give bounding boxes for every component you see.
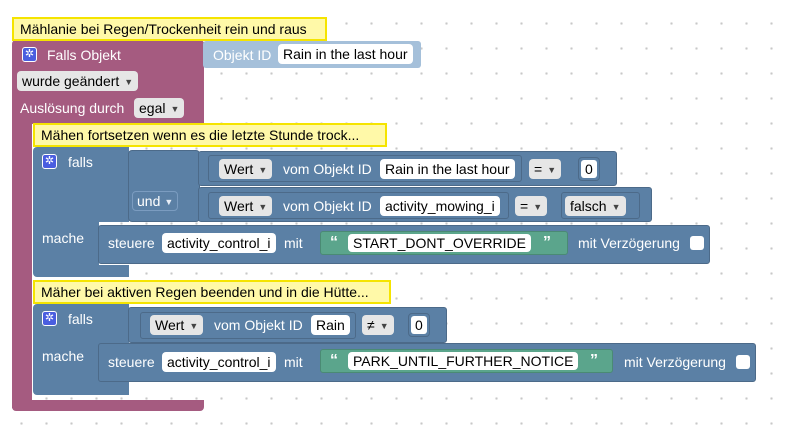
string-field-1[interactable]: START_DONT_OVERRIDE <box>348 234 531 252</box>
do-label-2: mache <box>42 348 85 364</box>
attr-dropdown-3[interactable]: Wert▼ <box>150 315 204 335</box>
of-object-label-1: vom Objekt ID <box>283 161 372 177</box>
if-block-1-mid <box>33 186 129 222</box>
number-block-3[interactable]: 0 <box>408 313 430 337</box>
dropdown-arrow-icon: ▼ <box>164 197 174 207</box>
dropdown-arrow-icon: ▼ <box>170 104 180 114</box>
attr-dropdown-1[interactable]: Wert▼ <box>219 159 273 179</box>
object-field-1[interactable]: Rain in the last hour <box>380 159 515 179</box>
dropdown-arrow-icon: ▼ <box>258 202 268 212</box>
open-quote-icon: “ <box>330 352 338 369</box>
comment-block2[interactable]: Mäher bei aktiven Regen beenden und in d… <box>33 280 391 304</box>
number-block-1[interactable]: 0 <box>578 157 600 181</box>
if-label-1: falls <box>68 154 93 170</box>
open-quote-icon: “ <box>330 234 338 251</box>
gear-icon[interactable]: ✲ <box>42 311 57 326</box>
op-dropdown-1[interactable]: =▼ <box>529 159 562 179</box>
comment-block1[interactable]: Mähen fortsetzen wenn es die letzte Stun… <box>33 123 387 147</box>
bool-dropdown[interactable]: falsch▼ <box>565 196 626 216</box>
gear-icon[interactable]: ✲ <box>22 47 37 62</box>
event-block-spine <box>12 120 32 408</box>
trigger-label: Falls Objekt <box>47 47 121 63</box>
delay-label-2: mit Verzögerung <box>624 354 726 370</box>
number-field-1[interactable]: 0 <box>581 160 597 178</box>
delay-checkbox-1[interactable] <box>690 236 704 250</box>
comment-outer[interactable]: Mählanie bei Regen/Trockenheit rein und … <box>12 17 327 41</box>
changed-dropdown[interactable]: wurde geändert▼ <box>17 71 139 91</box>
control-label-1: steuere <box>108 235 155 251</box>
op-dropdown-2[interactable]: =▼ <box>515 196 548 216</box>
object-id-label: Objekt ID <box>213 47 272 63</box>
string-field-2[interactable]: PARK_UNTIL_FURTHER_NOTICE <box>348 352 579 370</box>
of-object-label-2: vom Objekt ID <box>283 198 372 214</box>
delay-checkbox-2[interactable] <box>736 355 750 369</box>
object-id-field[interactable]: Rain in the last hour <box>278 44 413 64</box>
dropdown-arrow-icon: ▼ <box>189 321 199 331</box>
close-quote-icon: ” <box>590 352 598 369</box>
if-block-1-bottom <box>33 265 129 277</box>
dropdown-arrow-icon: ▼ <box>611 202 621 212</box>
trigger-by-dropdown[interactable]: egal▼ <box>134 98 185 118</box>
if-block-2-bottom <box>33 381 129 395</box>
event-block-top[interactable] <box>12 40 204 70</box>
dropdown-arrow-icon: ▼ <box>533 202 543 212</box>
control-label-2: steuere <box>108 354 155 370</box>
if-label-2: falls <box>68 311 93 327</box>
dropdown-arrow-icon: ▼ <box>258 165 268 175</box>
trigger-by-label: Auslösung durch <box>20 100 125 116</box>
number-field-3[interactable]: 0 <box>411 316 427 334</box>
if-block-2-spine <box>33 340 99 388</box>
attr-dropdown-2[interactable]: Wert▼ <box>219 196 273 216</box>
if-block-1-spine <box>33 222 99 272</box>
control-object-2[interactable]: activity_control_i <box>162 352 276 372</box>
of-object-label-3: vom Objekt ID <box>214 317 303 333</box>
event-block-bottom <box>12 400 204 411</box>
object-field-3[interactable]: Rain <box>311 315 350 335</box>
and-dropdown[interactable]: und▼ <box>132 191 179 211</box>
and-block[interactable] <box>128 150 200 222</box>
control-object-1[interactable]: activity_control_i <box>162 233 276 253</box>
op-dropdown-3[interactable]: ≠▼ <box>362 315 394 335</box>
dropdown-arrow-icon: ▼ <box>379 321 389 331</box>
object-field-2[interactable]: activity_mowing_i <box>380 196 500 216</box>
dropdown-arrow-icon: ▼ <box>124 77 134 87</box>
dropdown-arrow-icon: ▼ <box>547 165 557 175</box>
close-quote-icon: ” <box>543 234 551 251</box>
with-label-2: mit <box>284 354 303 370</box>
do-label-1: mache <box>42 230 85 246</box>
with-label-1: mit <box>284 235 303 251</box>
delay-label-1: mit Verzögerung <box>578 235 680 251</box>
gear-icon[interactable]: ✲ <box>42 154 57 169</box>
